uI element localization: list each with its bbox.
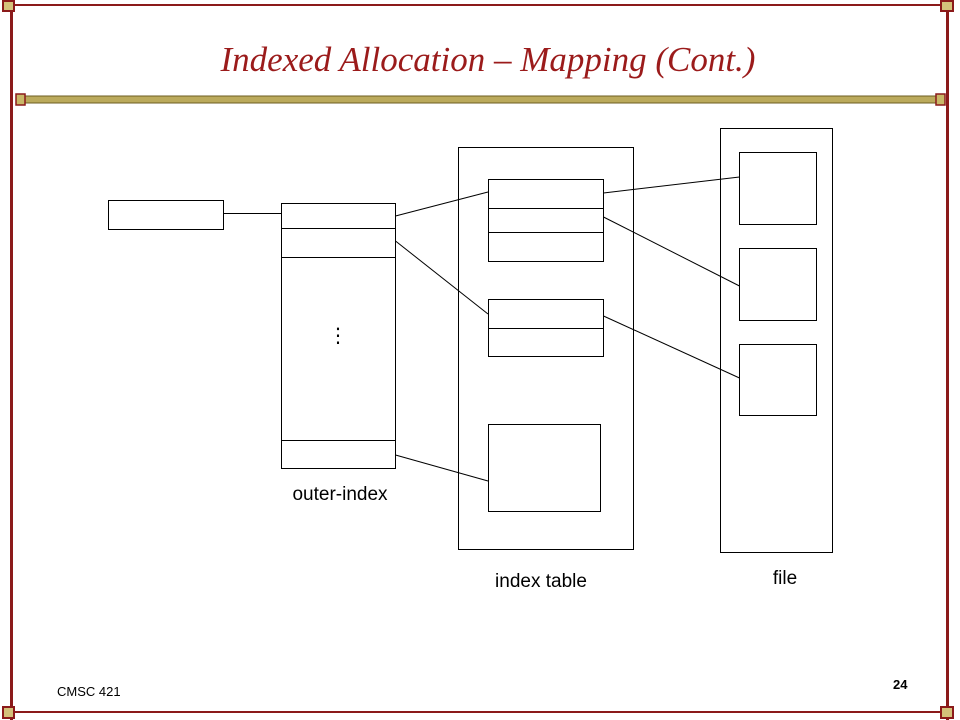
pointer-outer-to-index-block-1 — [395, 191, 489, 217]
file-block-3 — [739, 344, 817, 416]
pointer-outer-to-index-block-3 — [395, 454, 489, 482]
title-bar-left-cap — [15, 93, 26, 106]
index-block-3 — [488, 424, 601, 512]
index-table-label: index table — [495, 571, 587, 592]
outer-index-table — [281, 203, 396, 469]
pointer-index-to-file-block-3 — [603, 315, 740, 379]
pointer-index-to-file-block-2 — [603, 216, 740, 287]
outer-index-label: outer-index — [292, 484, 388, 505]
file-block-1 — [739, 152, 817, 225]
corner-square-top-right — [940, 0, 954, 12]
pointer-lines — [223, 176, 740, 482]
frame-bottom-line — [10, 711, 949, 713]
file-block-2 — [739, 248, 817, 321]
directory-entry-box — [108, 200, 224, 230]
index-block-1 — [488, 179, 604, 262]
title-bar-right-cap — [935, 93, 946, 106]
corner-square-bottom-right — [940, 706, 954, 719]
pointer-index-to-file-block-1 — [603, 176, 740, 194]
corner-square-top-left — [2, 0, 15, 12]
footer-course-name: CMSC 421 — [57, 684, 121, 699]
slide-title: Indexed Allocation – Mapping (Cont.) — [220, 40, 756, 79]
index-table — [458, 147, 634, 550]
title-bar — [17, 95, 945, 104]
frame-right-line — [946, 0, 949, 720]
diagram — [108, 128, 833, 553]
pointer-outer-to-index-block-2 — [395, 240, 489, 315]
title-underline-bar — [15, 93, 946, 106]
outer-index-ellipsis: ⋮ — [328, 323, 348, 347]
page-number: 24 — [893, 677, 908, 692]
file-container — [720, 128, 833, 553]
corner-square-bottom-left — [2, 706, 15, 719]
outer-index-box — [281, 203, 396, 469]
frame-left-line — [10, 0, 13, 720]
frame-top-line — [10, 4, 949, 6]
file-label: file — [772, 568, 798, 589]
